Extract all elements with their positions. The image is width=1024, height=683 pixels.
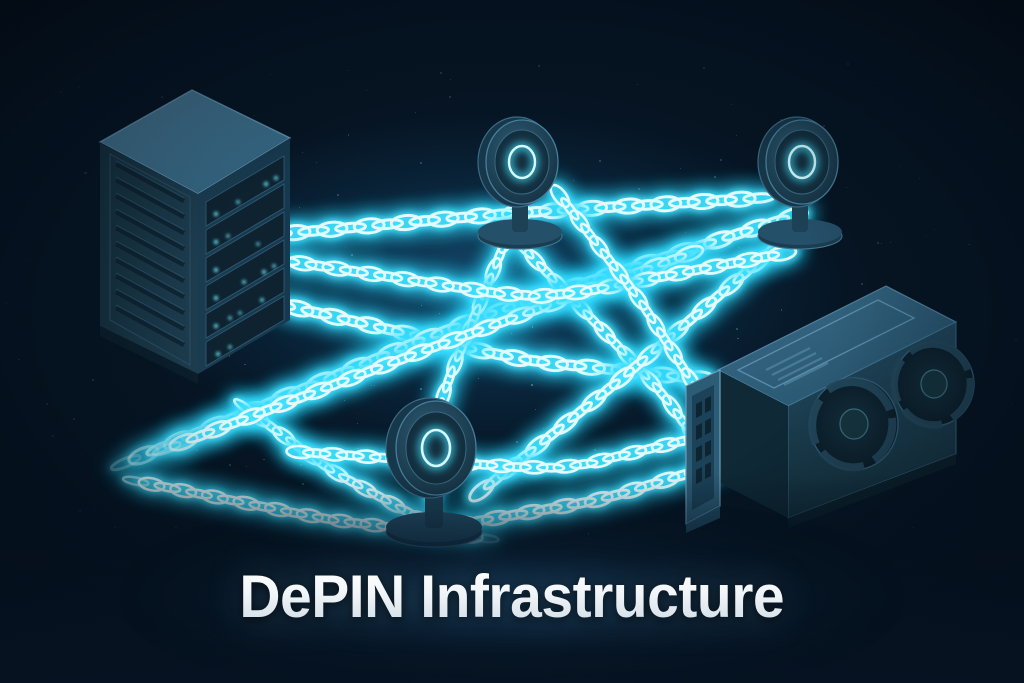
page-title: DePIN Infrastructure [239,563,785,630]
title-area: DePIN Infrastructure [0,566,1024,628]
title-glow [132,521,892,671]
